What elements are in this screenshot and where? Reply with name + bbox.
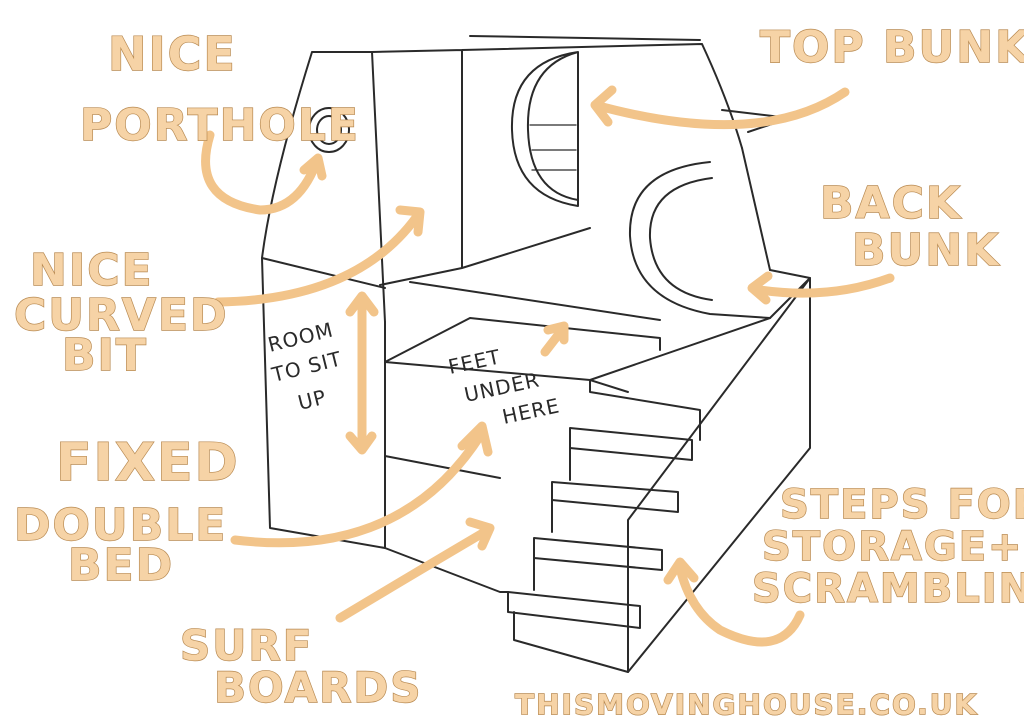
- porthole-drawing: [308, 107, 350, 153]
- label-fixed-2: DOUBLE: [14, 500, 227, 551]
- pencil-notes: ROOM TO SIT UP FEET UNDER HERE: [265, 317, 562, 428]
- labels: NICE PORTHOLE TOP BUNK BACK BUNK NICE CU…: [13, 21, 1024, 718]
- note-feet-3: HERE: [500, 393, 562, 429]
- website-label: THISMOVINGHOUSE.CO.UK: [515, 688, 978, 718]
- top-bunk-window: [510, 51, 579, 207]
- label-curved-1: NICE: [30, 245, 154, 296]
- top-bunk-arrow: [590, 85, 850, 130]
- label-steps-3: SCRAMBLIN: [752, 566, 1024, 612]
- porthole-arrow: [201, 130, 327, 215]
- double-bed-area: [384, 281, 661, 381]
- room-to-sit-up-arrow: [345, 291, 379, 455]
- back-edge: [741, 147, 771, 271]
- back-bunk-arch: [628, 161, 771, 319]
- surf-boards-arrow: [335, 517, 495, 623]
- panel-divider: [261, 257, 386, 289]
- label-steps-2: STORAGE+: [762, 524, 1024, 570]
- label-nice-porthole-2: PORTHOLE: [80, 100, 360, 151]
- steps-arrow: [663, 557, 805, 647]
- fixed-bed-arrow: [230, 421, 493, 548]
- bed-base: [384, 455, 509, 593]
- roof-line: [469, 35, 701, 41]
- feet-under-arrow: [540, 321, 569, 357]
- label-fixed-3: BED: [68, 540, 174, 591]
- left-curved-panel: [261, 51, 386, 549]
- bunk-structure-drawing: [261, 35, 811, 673]
- label-fixed-1: FIXED: [56, 433, 240, 493]
- arrows: [201, 85, 895, 647]
- label-surf-1: SURF: [180, 621, 313, 670]
- steps: [507, 379, 701, 673]
- back-bunk-arrow: [747, 271, 895, 305]
- label-surf-2: BOARDS: [214, 663, 423, 712]
- label-steps-1: STEPS FOR: [780, 482, 1024, 528]
- curved-arrow: [213, 205, 425, 307]
- note-feet-1: FEET: [446, 344, 503, 378]
- label-top-bunk: TOP BUNK: [760, 22, 1024, 73]
- label-back-bunk-1: BACK: [820, 178, 962, 229]
- label-back-bunk-2: BUNK: [852, 225, 1000, 276]
- stair-box: [627, 269, 811, 673]
- label-curved-2: CURVED: [14, 290, 229, 341]
- label-curved-3: BIT: [62, 330, 148, 381]
- label-nice-porthole-1: NICE: [108, 27, 237, 81]
- note-room-3: UP: [295, 385, 329, 415]
- top-bunk-box: [371, 43, 743, 286]
